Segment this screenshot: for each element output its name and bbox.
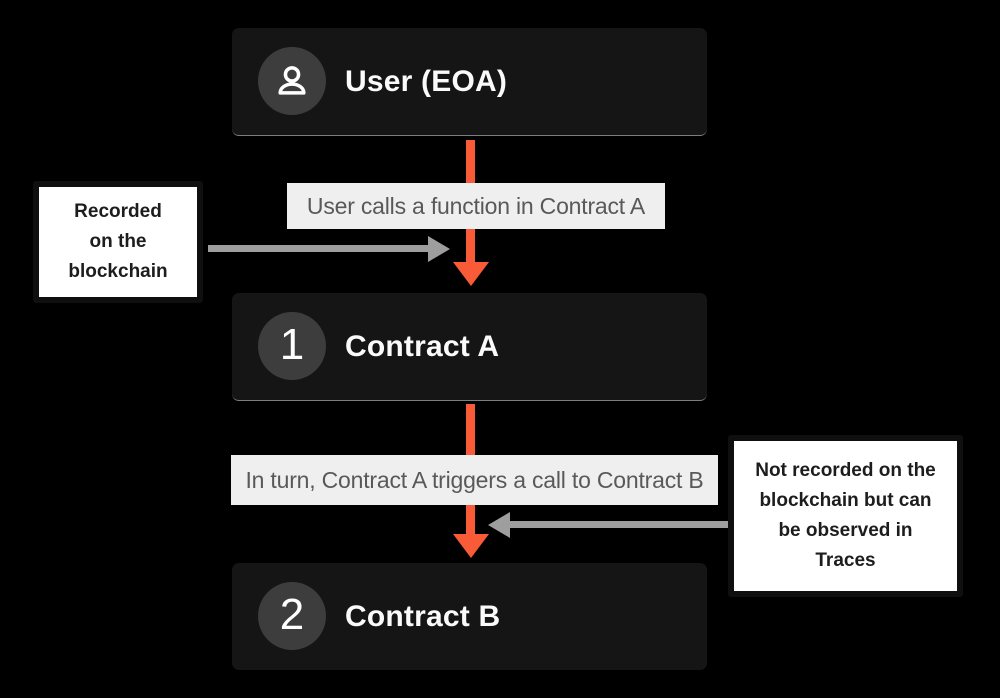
arrowhead-left-icon	[488, 512, 510, 538]
avatar	[258, 47, 326, 115]
node-label-contract-a: Contract A	[345, 329, 500, 363]
user-icon	[278, 66, 306, 95]
note-line: Not recorded on the	[755, 460, 936, 481]
note-line: on the	[89, 231, 147, 252]
note-line: blockchain	[68, 261, 168, 282]
flow-arrowhead-down-icon	[453, 534, 489, 558]
edge-label-user-calls: User calls a function in Contract A	[287, 183, 665, 229]
node-label-contract-b: Contract B	[345, 599, 501, 633]
note-arrow-traces	[508, 521, 730, 528]
step-number: 2	[279, 589, 305, 639]
note-recorded-on-blockchain: Recorded on the blockchain	[33, 181, 203, 303]
node-contract-b: 2 Contract B	[232, 563, 707, 670]
note-line: Recorded	[74, 201, 162, 222]
edge-label-contract-a-triggers: In turn, Contract A triggers a call to C…	[231, 455, 718, 505]
step-number: 1	[279, 319, 305, 369]
step-badge-2: 2	[258, 582, 326, 650]
note-not-recorded-traces: Not recorded on the blockchain but can b…	[728, 435, 963, 597]
arrowhead-right-icon	[428, 236, 450, 262]
note-line: Traces	[815, 550, 876, 571]
node-user-eoa: User (EOA)	[232, 28, 707, 136]
note-arrow-recorded	[208, 245, 430, 252]
note-line: be observed in	[778, 520, 913, 541]
node-contract-a: 1 Contract A	[232, 293, 707, 401]
note-line: blockchain but can	[759, 490, 932, 511]
node-label-user: User (EOA)	[345, 64, 508, 98]
step-badge-1: 1	[258, 312, 326, 380]
flow-arrowhead-down-icon	[453, 262, 489, 286]
